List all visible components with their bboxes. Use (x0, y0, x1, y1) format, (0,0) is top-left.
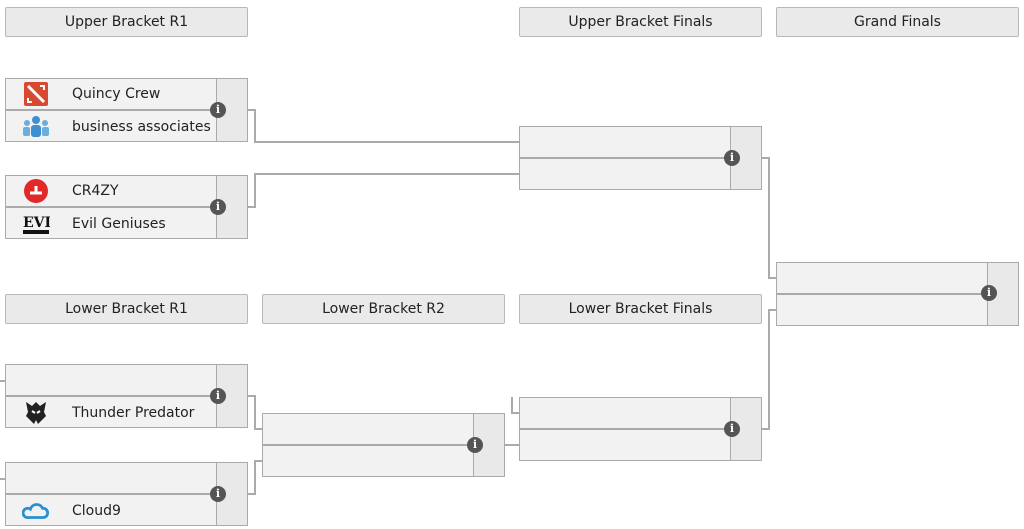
evil-geniuses-logo-icon: EVIL (22, 210, 50, 238)
header-lower-bracket-r1: Lower Bracket R1 (5, 294, 248, 324)
team-slot[interactable]: EVIL Evil Geniuses (6, 208, 217, 239)
team-slot[interactable] (520, 398, 731, 430)
team-slot[interactable] (520, 159, 731, 190)
team-name: Thunder Predator (72, 404, 195, 421)
team-name: Cloud9 (72, 502, 121, 519)
match-lower-r1-1[interactable]: Thunder Predator (5, 364, 248, 428)
info-icon[interactable]: i (724, 150, 740, 166)
team-slot[interactable] (6, 463, 217, 495)
info-icon[interactable]: i (981, 285, 997, 301)
quincy-crew-logo-icon (22, 80, 50, 108)
team-name: Evil Geniuses (72, 215, 166, 232)
team-slot[interactable]: business associates (6, 111, 217, 142)
team-slot[interactable]: Thunder Predator (6, 397, 217, 428)
match-lower-r1-2[interactable]: Cloud9 (5, 462, 248, 526)
team-slot[interactable] (263, 446, 474, 477)
match-lower-final[interactable] (519, 397, 762, 461)
team-slot[interactable] (777, 295, 988, 326)
info-icon[interactable]: i (724, 421, 740, 437)
team-slot[interactable] (6, 365, 217, 397)
team-name: CR4ZY (72, 183, 119, 199)
team-slot[interactable] (263, 414, 474, 446)
info-icon[interactable]: i (210, 102, 226, 118)
header-grand-finals: Grand Finals (776, 7, 1019, 37)
header-lower-bracket-r2: Lower Bracket R2 (262, 294, 505, 324)
team-slot[interactable] (777, 263, 988, 295)
team-slot[interactable] (520, 127, 731, 159)
business-associates-logo-icon (22, 113, 50, 141)
info-icon[interactable]: i (467, 437, 483, 453)
team-slot[interactable]: Quincy Crew (6, 79, 217, 111)
match-grand-final[interactable] (776, 262, 1019, 326)
team-slot[interactable]: CR4ZY (6, 176, 217, 208)
match-upper-r1-2[interactable]: CR4ZY EVIL Evil Geniuses (5, 175, 248, 239)
thunder-predator-logo-icon (22, 399, 50, 427)
header-lower-bracket-finals: Lower Bracket Finals (519, 294, 762, 324)
info-icon[interactable]: i (210, 486, 226, 502)
info-icon[interactable]: i (210, 199, 226, 215)
team-name: Quincy Crew (72, 86, 161, 102)
cloud9-logo-icon (22, 497, 50, 525)
team-name: business associates (72, 118, 211, 135)
cr4zy-logo-icon (22, 177, 50, 205)
team-slot[interactable]: Cloud9 (6, 495, 217, 526)
header-upper-bracket-r1: Upper Bracket R1 (5, 7, 248, 37)
svg-text:EVIL: EVIL (23, 215, 50, 231)
header-upper-bracket-finals: Upper Bracket Finals (519, 7, 762, 37)
team-slot[interactable] (520, 430, 731, 461)
info-icon[interactable]: i (210, 388, 226, 404)
